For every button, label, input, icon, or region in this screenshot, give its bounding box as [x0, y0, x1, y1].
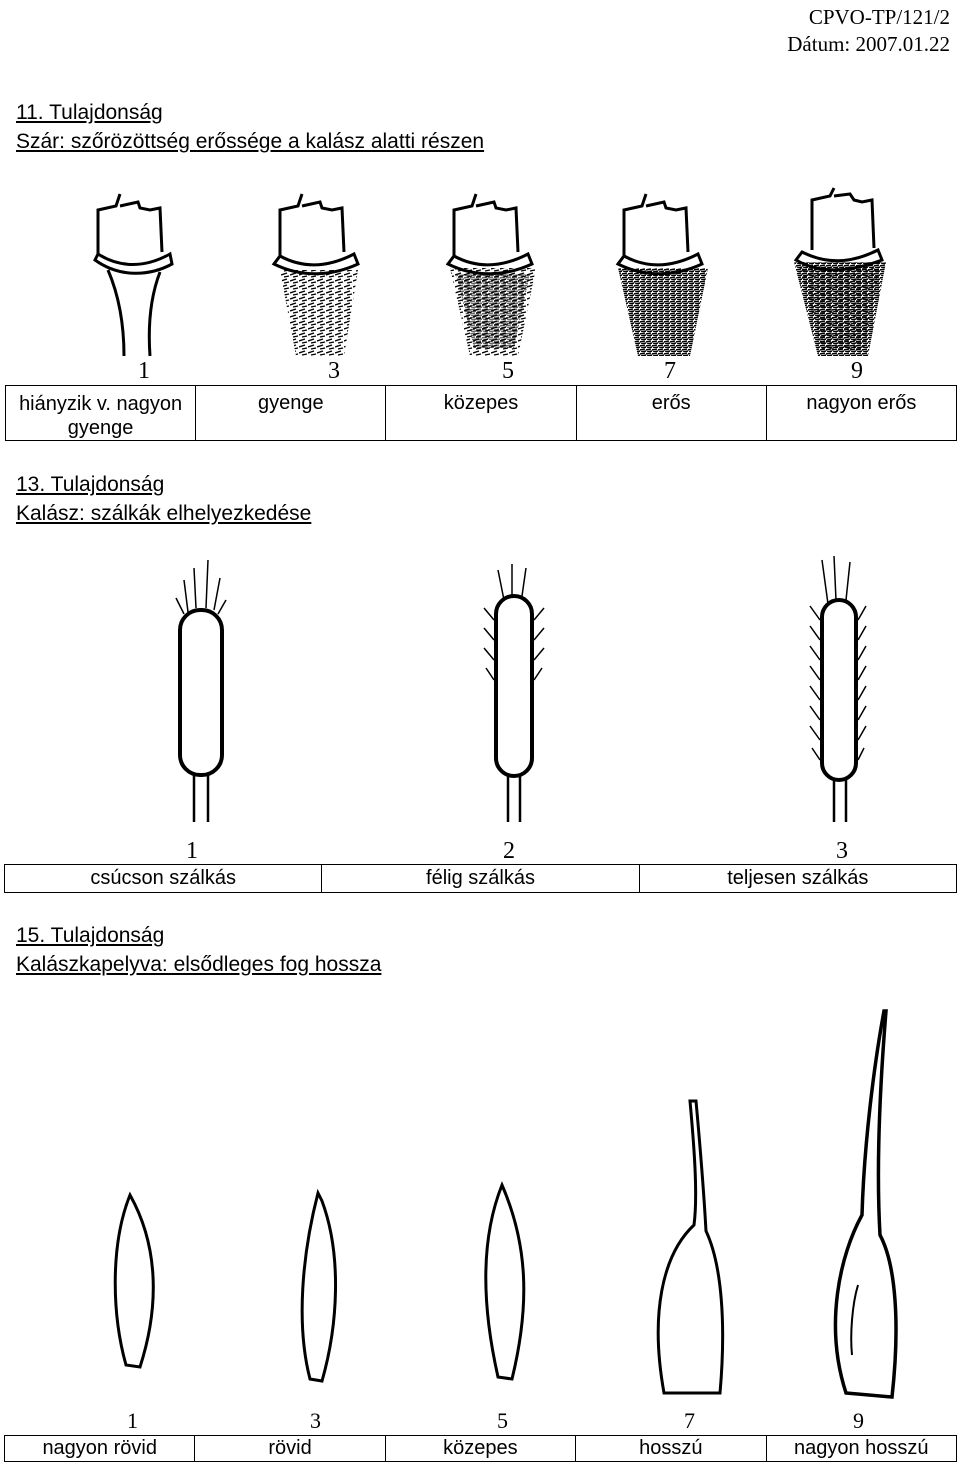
- label-11-1: hiányzik v. nagyon gyenge: [4, 385, 197, 441]
- note-15-7: 7: [684, 1408, 695, 1433]
- label-15-3: rövid: [194, 1435, 386, 1462]
- note-13-1: 1: [186, 838, 198, 864]
- label-13-2: félig szálkás: [321, 864, 640, 893]
- note-11-1: 1: [138, 358, 150, 384]
- awn-distribution-illustrations: [175, 555, 867, 822]
- section-15-title: 15. Tulajdonság Kalászkapelyva: elsődleg…: [16, 921, 381, 979]
- label-15-1: nagyon rövid: [3, 1435, 196, 1462]
- label-15-9: nagyon hosszú: [765, 1435, 958, 1462]
- stem-drawing-3: [271, 193, 360, 356]
- section-11-subheading: Szár: szőrözöttség erőssége a kalász ala…: [16, 130, 485, 153]
- section-13-table: csúcson szálkás félig szálkás teljesen s…: [3, 864, 958, 893]
- glume-tooth-illustrations: [113, 1009, 898, 1399]
- note-15-5: 5: [497, 1408, 508, 1433]
- section-13-heading: 13. Tulajdonság: [16, 473, 165, 496]
- ear-drawing-2: [483, 564, 545, 822]
- stem-drawing-5: [445, 193, 536, 356]
- section-15-table: nagyon rövid rövid közepes hosszú nagyon…: [3, 1435, 958, 1462]
- label-11-5: közepes: [385, 385, 577, 441]
- ear-drawing-1: [175, 559, 227, 822]
- label-11-3: gyenge: [195, 385, 387, 441]
- label-15-7: hosszú: [575, 1435, 767, 1462]
- label-11-7: erős: [575, 385, 767, 441]
- document-id: CPVO-TP/121/2: [808, 5, 950, 29]
- section-11-heading: 11. Tulajdonság: [16, 101, 163, 124]
- document-header: CPVO-TP/121/2 Dátum: 2007.01.22: [787, 4, 950, 58]
- label-13-3: teljesen szálkás: [638, 864, 958, 893]
- glume-drawing-5: [484, 1181, 526, 1381]
- stem-hairiness-illustrations: [93, 187, 886, 357]
- note-15-9: 9: [853, 1408, 864, 1433]
- note-11-3: 3: [328, 358, 340, 384]
- glume-drawing-9: [833, 1009, 898, 1399]
- document-date: Dátum: 2007.01.22: [787, 32, 950, 56]
- note-13-2: 2: [503, 838, 515, 864]
- label-15-5: közepes: [384, 1435, 577, 1462]
- section-13-title: 13. Tulajdonság Kalász: szálkák elhelyez…: [16, 470, 311, 528]
- section-11-table: hiányzik v. nagyon gyenge gyenge közepes…: [4, 385, 958, 441]
- note-13-3: 3: [836, 838, 848, 864]
- section-15-heading: 15. Tulajdonság: [16, 924, 165, 947]
- note-11-5: 5: [502, 358, 514, 384]
- section-13-subheading: Kalász: szálkák elhelyezkedése: [16, 502, 312, 525]
- note-15-1: 1: [127, 1408, 138, 1433]
- stem-drawing-9: [793, 187, 886, 356]
- section-11-title: 11. Tulajdonság Szár: szőrözöttség erőss…: [16, 98, 484, 156]
- label-13-1: csúcson szálkás: [3, 864, 323, 893]
- stem-drawing-1: [93, 193, 174, 357]
- section-15-subheading: Kalászkapelyva: elsődleges fog hossza: [16, 953, 382, 976]
- label-11-9: nagyon erős: [765, 385, 958, 441]
- note-15-3: 3: [310, 1408, 321, 1433]
- stem-drawing-7: [615, 193, 708, 356]
- glume-drawing-1: [113, 1191, 155, 1369]
- glume-drawing-7: [656, 1099, 725, 1395]
- note-11-9: 9: [851, 358, 863, 384]
- glume-drawing-3: [300, 1188, 337, 1383]
- note-11-7: 7: [664, 358, 676, 384]
- ear-drawing-3: [809, 555, 867, 822]
